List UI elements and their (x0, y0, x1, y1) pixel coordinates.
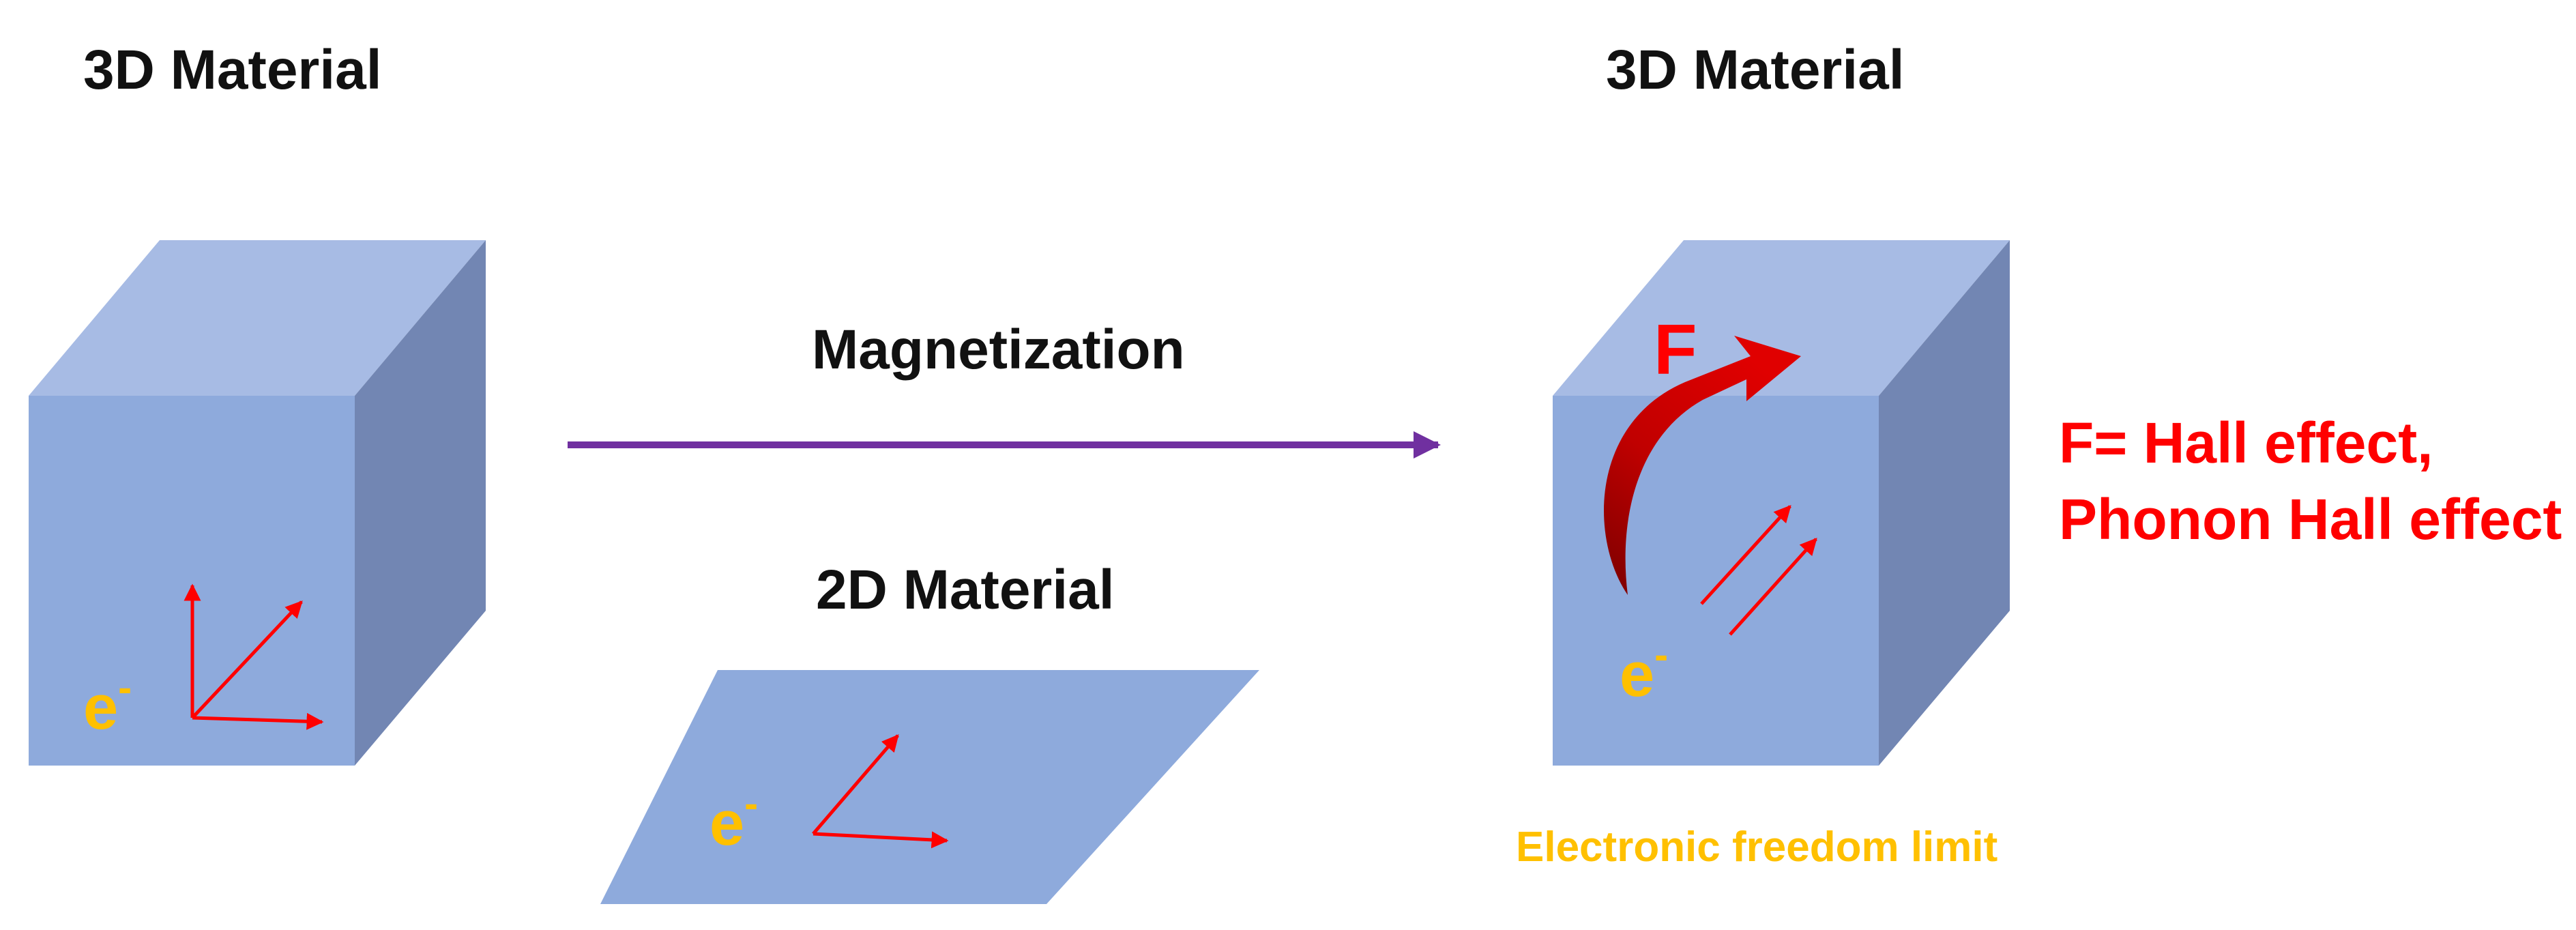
plane-electron: e- (709, 781, 758, 858)
left-vector-diagonal (191, 600, 303, 719)
effect-line-1: F= Hall effect, (2059, 411, 2433, 475)
right-cube (1553, 240, 2010, 766)
middle-title: 2D Material (816, 559, 1115, 621)
right-cube-side (1879, 240, 2010, 766)
plane-vector-right (813, 831, 949, 849)
left-cube-side (355, 240, 486, 766)
plane-2d (600, 670, 1259, 904)
plane-vectors (812, 734, 949, 849)
left-electron: e- (83, 665, 132, 742)
left-cube-top (29, 240, 486, 396)
left-vector-right (192, 712, 324, 730)
right-cube-top (1553, 240, 2010, 396)
right-cube-front (1553, 396, 1879, 766)
right-title: 3D Material (1606, 39, 1905, 101)
right-vector-2 (1729, 538, 1817, 636)
force-label: F (1654, 310, 1697, 390)
right-vector-1 (1700, 505, 1791, 605)
curved-arrow-icon (1604, 336, 1801, 595)
right-electron: e- (1620, 632, 1668, 710)
left-title: 3D Material (83, 39, 382, 101)
plane-vector-diagonal (812, 734, 899, 835)
effect-line-2: Phonon Hall effect (2059, 487, 2562, 551)
limit-note: Electronic freedom limit (1516, 824, 1997, 871)
arrow-label: Magnetization (812, 319, 1185, 381)
right-vectors (1700, 505, 1817, 636)
left-vectors (184, 583, 324, 730)
